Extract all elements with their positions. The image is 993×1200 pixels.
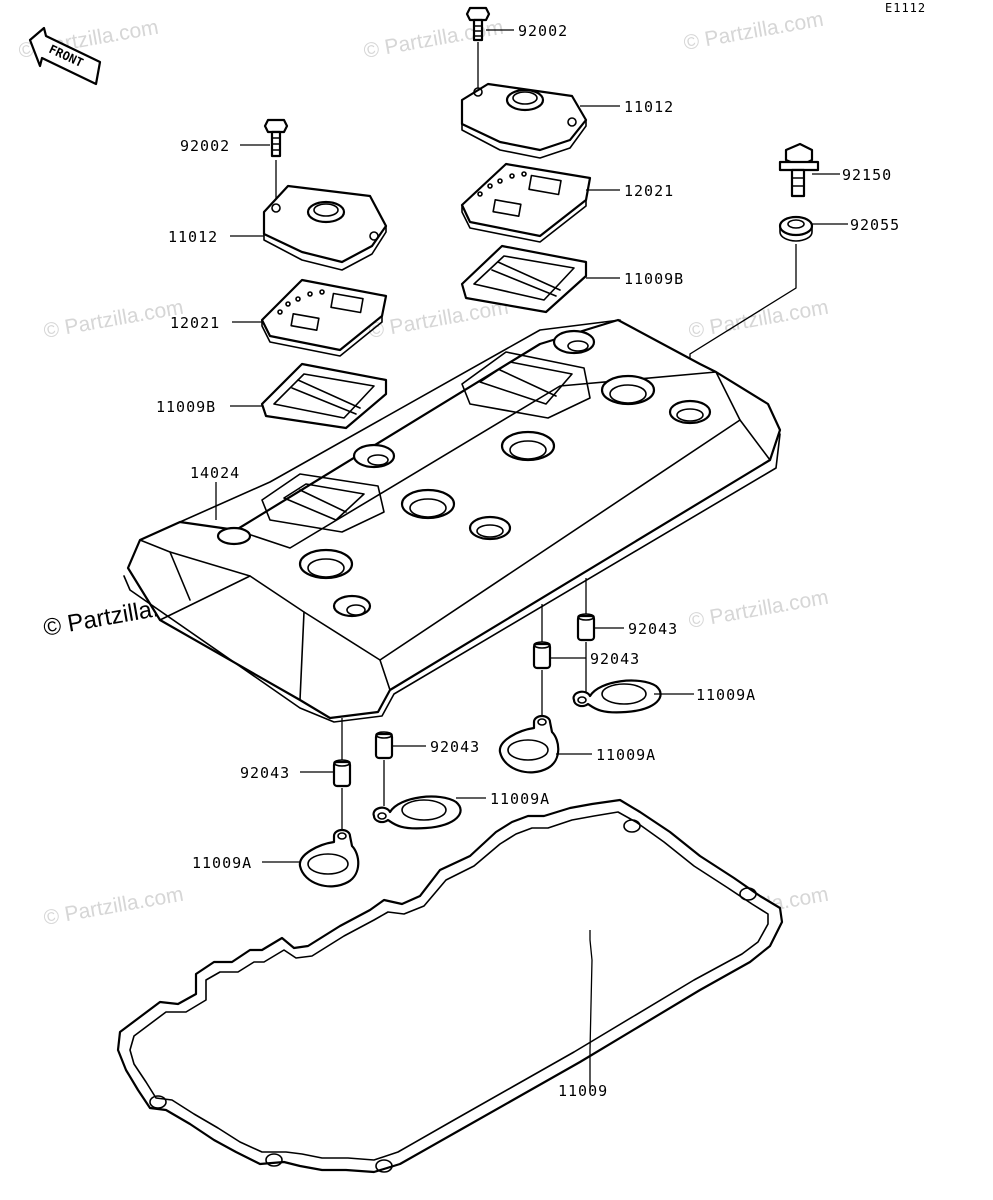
washer-icon [778, 215, 814, 242]
watermark: © Partzilla.com [42, 296, 185, 343]
diagram-code: E1112 [885, 1, 926, 15]
callout-92043: 92043 [240, 764, 290, 782]
ring-gasket-icon [372, 795, 462, 830]
callout-92055: 92055 [850, 216, 900, 234]
watermark: © Partzilla.com [42, 883, 185, 930]
dowel-pin-icon [332, 759, 352, 788]
head-cover-gasket-icon [116, 798, 784, 1174]
cover-plate-icon [262, 184, 388, 271]
callout-leaders [215, 29, 848, 1090]
callout-11009a: 11009A [490, 790, 550, 808]
ring-gasket-icon [298, 828, 360, 888]
cylinder-head-cover-icon [123, 318, 782, 723]
callout-11009a: 11009A [192, 854, 252, 872]
gasket-icon [260, 362, 388, 430]
watermark: © Partzilla.com [687, 586, 830, 633]
callout-12021-top: 12021 [624, 182, 674, 200]
callout-11012-top: 11012 [624, 98, 674, 116]
watermark: © Partzilla.com [362, 16, 505, 63]
callout-11009b-top: 11009B [624, 270, 684, 288]
dowel-pin-icon [532, 641, 552, 670]
ring-gasket-icon [498, 714, 560, 774]
callout-92002-left: 92002 [180, 137, 230, 155]
callout-11009a: 11009A [596, 746, 656, 764]
callout-92002-top: 92002 [518, 22, 568, 40]
watermark: © Partzilla.com [682, 8, 825, 55]
bolt-icon [778, 142, 820, 198]
ring-gasket-icon [572, 679, 662, 714]
callout-92043: 92043 [590, 650, 640, 668]
gasket-plate-icon [460, 162, 592, 243]
callout-92043: 92043 [430, 738, 480, 756]
callout-11009b-left: 11009B [156, 398, 216, 416]
gasket-plate-icon [260, 278, 388, 357]
dowel-pin-icon [374, 731, 394, 760]
callout-14024: 14024 [190, 464, 240, 482]
watermark: © Partzilla.com [687, 296, 830, 343]
callout-11009: 11009 [558, 1082, 608, 1100]
cover-plate-icon [460, 82, 588, 159]
callout-11009a: 11009A [696, 686, 756, 704]
callout-92150: 92150 [842, 166, 892, 184]
bolt-icon [465, 6, 491, 42]
callout-12021-left: 12021 [170, 314, 220, 332]
bolt-icon [263, 118, 289, 158]
callout-11012-left: 11012 [168, 228, 218, 246]
callout-92043: 92043 [628, 620, 678, 638]
gasket-icon [460, 244, 588, 314]
dowel-pin-icon [576, 613, 596, 642]
